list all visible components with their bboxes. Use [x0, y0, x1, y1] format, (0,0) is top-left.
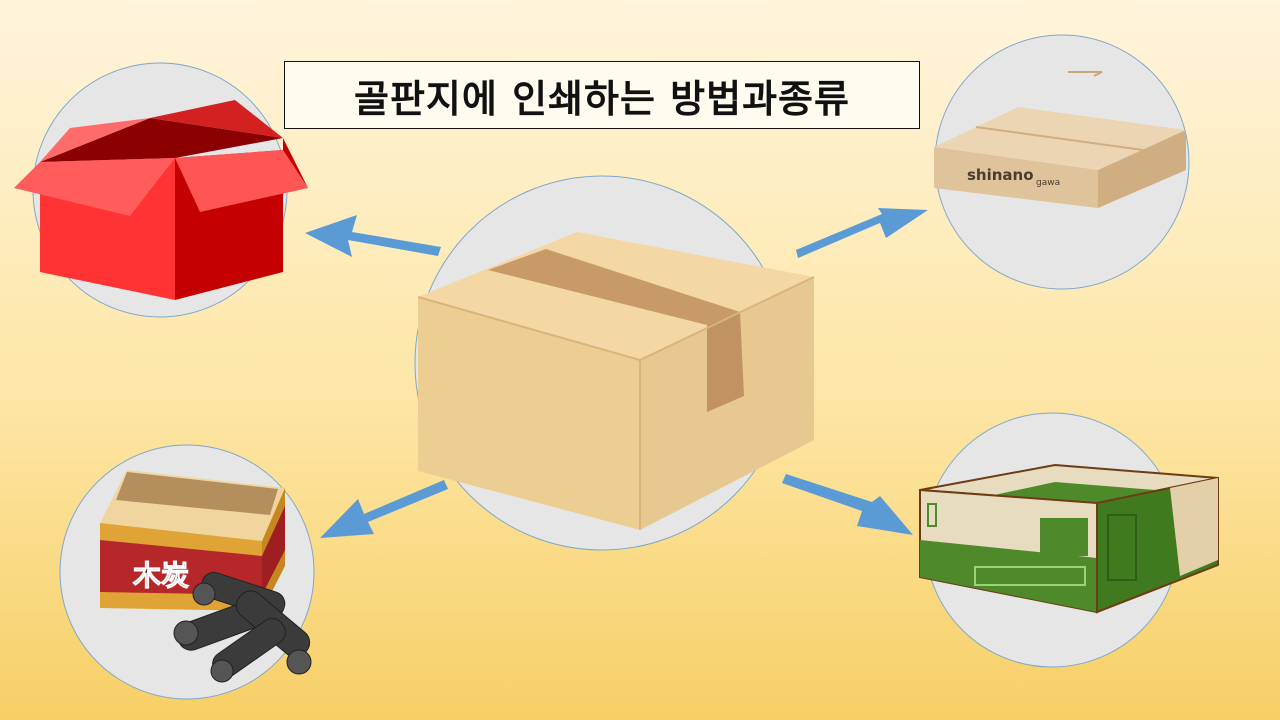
arrow-bottom-right [782, 474, 913, 535]
charcoal-box-icon: 木炭 [100, 470, 312, 683]
green-printed-box-icon [919, 463, 1219, 614]
charcoal-label-text: 木炭 [132, 559, 189, 592]
red-printed-box-icon [14, 100, 308, 300]
slide-title: 골판지에 인쇄하는 방법과종류 [284, 61, 920, 129]
shinano-logo-text: shinano [967, 166, 1034, 184]
arrow-bottom-left [320, 480, 448, 538]
gawa-logo-text: gawa [1036, 178, 1060, 188]
charcoal-sticks [173, 571, 312, 683]
arrow-top-right [796, 208, 928, 258]
arrow-top-left [305, 215, 441, 257]
cardboard-box-icon [417, 232, 815, 530]
flat-brown-box-icon: shinano gawa [934, 71, 1186, 208]
